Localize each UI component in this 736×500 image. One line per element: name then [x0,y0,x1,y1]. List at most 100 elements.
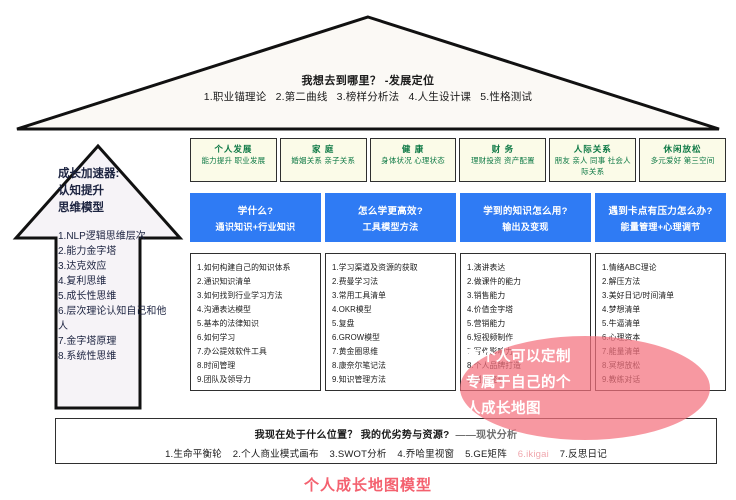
life-area-title: 休闲放松 [663,144,702,154]
foundation-item: 2.个人商业模式画布 [232,449,319,460]
up-arrow-icon [12,143,184,410]
arrow-list-item: 8.系统性思维 [58,351,117,362]
method-item: 3.美好日记/时间清单 [602,291,675,300]
life-area-desc: 多元爱好 第三空间 [650,156,715,165]
roof-item: 5.性格测试 [480,91,533,103]
question-title: 学到的知识怎么用? [483,205,568,217]
method-item: 6.短视频制作 [467,333,514,342]
life-area-cell: 个人发展 能力提升 职业发展 [190,138,277,182]
life-area-title: 健 康 [401,144,425,154]
foundation-item: 4.乔哈里视窗 [397,449,455,460]
method-cell: 1.如何构建自己的知识体系 2.通识知识清单 3.如何找到行业学习方法 4.沟通… [190,253,321,391]
life-area-title: 家 庭 [312,144,335,154]
method-item: 2.做课件的能力 [467,277,522,286]
method-item: 4.价值金字塔 [467,305,514,314]
arrow-item-list: 1.NLP逻辑思维层次 2.能力金字塔 3.达克效应 4.复利思维 5.成长性思… [58,229,168,364]
life-area-cell: 健 康 身体状况 心理状态 [369,138,457,182]
foundation-item: 5.GE矩阵 [465,449,507,460]
roof-item: 1.职业锚理论 [203,91,267,103]
foundation-item: 7.反思日记 [559,449,607,460]
question-title: 遇到卡点有压力怎么办? [608,205,713,217]
roof-item: 4.人生设计课 [408,91,472,103]
question-cell: 学到的知识怎么用? 输出及变现 [460,193,591,242]
method-item: 4.OKR模型 [332,305,372,314]
foundation-item: 1.生命平衡轮 [165,449,222,460]
question-desc: 通识知识+行业知识 [215,221,296,232]
roof-title: 我想去到哪里？ -发展定位 [301,75,435,87]
method-item: 1.演讲表达 [467,263,506,272]
life-area-title: 财 务 [491,144,515,154]
question-cell: 怎么学更高效? 工具模型方法 [325,193,456,242]
method-item: 5.基本的法律知识 [197,319,259,328]
method-item: 2.通识知识清单 [197,277,252,286]
arrow-heading-line3: 思维模型 [58,202,104,214]
foundation-title-suffix: ——现状分析 [455,430,518,441]
method-item: 7.黄金圈思维 [332,347,379,356]
method-item: 3.常用工具清单 [332,291,387,300]
method-item: 3.如何找到行业学习方法 [197,291,283,300]
method-item: 8.冥想放松 [602,361,641,370]
method-item: 4.沟通表达模型 [197,305,252,314]
method-item: 5.营销能力 [467,319,506,328]
method-item: 5.复盘 [332,319,355,328]
life-area-cell: 财 务 理财投资 资产配置 [459,138,547,182]
roof-item: 3.榜样分析法 [336,91,400,103]
method-item: 3.销售能力 [467,291,506,300]
roof-shape-icon [16,15,720,131]
life-area-desc: 朋友 亲人 同事 社会人际关系 [554,156,631,176]
foundation-item: 3.SWOT分析 [329,449,387,460]
method-item: 9.团队及领导力 [197,375,252,384]
roof-item: 2.第二曲线 [275,91,328,103]
method-item: 9.副业变现 [467,375,506,384]
question-desc: 输出及变现 [502,221,549,232]
method-item: 1.情绪ABC理论 [602,263,657,272]
method-item: 9.教练对话 [602,375,641,384]
arrow-heading-line2: 认知提升 [58,185,104,197]
method-cell: 1.学习渠道及资源的获取 2.费曼学习法 3.常用工具清单 4.OKR模型 5.… [325,253,456,391]
method-item: 8.康奈尔笔记法 [332,361,387,370]
roof-section: 我想去到哪里？ -发展定位 1.职业锚理论 2.第二曲线 3.榜样分析法 4.人… [14,14,722,132]
life-area-desc: 身体状况 心理状态 [381,156,446,165]
method-item: 5.牛逼清单 [602,319,641,328]
life-areas-row: 个人发展 能力提升 职业发展 家 庭 婚姻关系 亲子关系 健 康 身体状况 心理… [190,138,726,182]
foundation-item: 6.ikigai [517,449,549,460]
question-title: 学什么? [237,205,274,217]
method-item: 1.如何构建自己的知识体系 [197,263,291,272]
method-cell: 1.演讲表达 2.做课件的能力 3.销售能力 4.价值金字塔 5.营销能力 6.… [460,253,591,391]
method-row: 1.如何构建自己的知识体系 2.通识知识清单 3.如何找到行业学习方法 4.沟通… [190,253,726,391]
question-title: 怎么学更高效? [358,205,423,217]
roof-items: 1.职业锚理论 2.第二曲线 3.榜样分析法 4.人生设计课 5.性格测试 [14,89,722,105]
main-panel: 个人发展 能力提升 职业发展 家 庭 婚姻关系 亲子关系 健 康 身体状况 心理… [190,138,726,391]
arrow-list-item: 6.层次理论认知自己和他人 [58,306,167,332]
method-item: 6.心理资本 [602,333,641,342]
question-cell: 学什么? 通识知识+行业知识 [190,193,321,242]
arrow-list-item: 3.达克效应 [58,261,107,272]
method-item: 4.梦想清单 [602,305,641,314]
arrow-list-item: 5.成长性思维 [58,291,117,302]
life-area-cell: 家 庭 婚姻关系 亲子关系 [279,138,367,182]
life-area-desc: 婚姻关系 亲子关系 [291,156,356,165]
question-cell: 遇到卡点有压力怎么办? 能量管理+心理调节 [595,193,726,242]
diagram-footer-title: 个人成长地图模型 [303,477,432,494]
foundation-title-line: 我现在处于什么位置？ 我的优劣势与资源?——现状分析 [56,426,716,441]
method-item: 6.如何学习 [197,333,236,342]
life-area-title: 个人发展 [214,144,253,154]
method-item: 1.学习渠道及资源的获取 [332,263,418,272]
life-area-desc: 能力提升 职业发展 [201,156,266,165]
foundation-bar: 我现在处于什么位置？ 我的优劣势与资源?——现状分析 1.生命平衡轮 2.个人商… [55,418,717,464]
life-area-cell: 人际关系 朋友 亲人 同事 社会人际关系 [549,138,637,182]
method-item: 7.写作影响力 [467,347,514,356]
life-area-cell: 休闲放松 多元爱好 第三空间 [639,138,726,182]
arrow-list-item: 2.能力金字塔 [58,246,117,257]
method-item: 8.个人品牌打造 [467,361,522,370]
arrow-heading-line1: 成长加速器: [58,168,120,180]
life-area-title: 人际关系 [573,144,612,154]
question-row: 学什么? 通识知识+行业知识 怎么学更高效? 工具模型方法 学到的知识怎么用? … [190,193,726,242]
arrow-heading: 成长加速器: 认知提升 思维模型 [58,166,168,217]
question-desc: 能量管理+心理调节 [620,221,701,232]
method-item: 2.费曼学习法 [332,277,379,286]
method-item: 9.知识管理方法 [332,375,387,384]
method-item: 8.时间管理 [197,361,236,370]
arrow-list-item: 1.NLP逻辑思维层次 [58,231,146,242]
